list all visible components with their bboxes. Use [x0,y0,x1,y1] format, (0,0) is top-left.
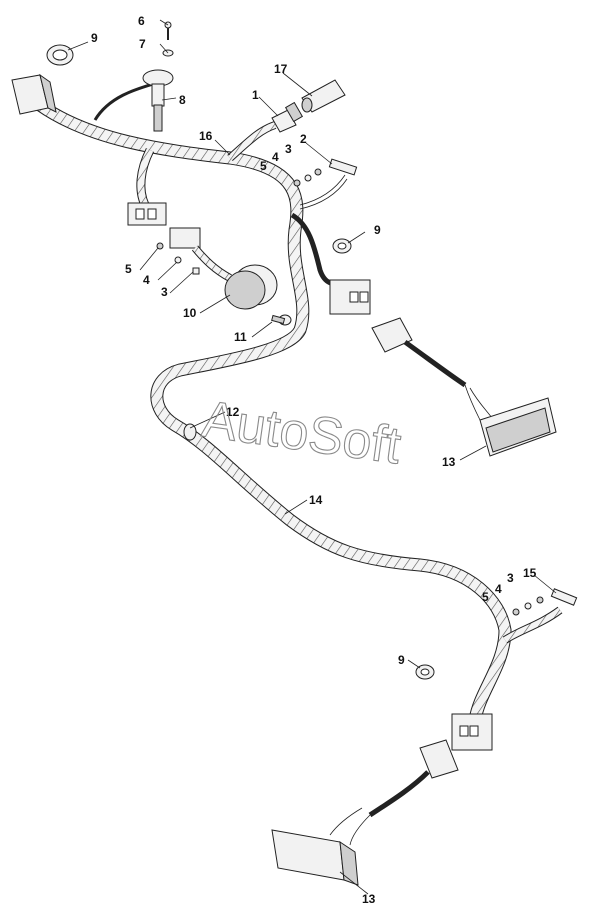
main-harness-braid [33,98,512,727]
callout-17: 17 [274,62,288,76]
connector-lower-upper [451,713,493,751]
bracket-15 [512,588,578,616]
callout-13-lower: 13 [362,892,376,906]
callout-labels: 9 6 7 8 17 1 16 2 3 4 5 9 5 4 3 10 11 12… [91,14,537,906]
callout-14: 14 [309,493,323,507]
callout-6: 6 [138,14,145,28]
harness-branch-lower [502,606,563,644]
callout-4-top: 4 [272,150,279,164]
callout-5-low: 5 [482,590,489,604]
callout-5-mid: 5 [125,262,132,276]
callout-8: 8 [179,93,186,107]
bracket-2 [293,158,358,187]
grommet-9-lower [415,664,435,680]
tail-lamp-13-lower [271,807,371,886]
callout-7: 7 [139,37,146,51]
callout-11: 11 [234,330,247,344]
harness-branch-upper [93,80,348,286]
callout-9-top: 9 [91,31,98,45]
callout-12: 12 [226,405,240,419]
callout-10: 10 [183,306,197,320]
lamp-10 [156,227,278,310]
grommet-9-top [46,44,74,66]
callout-15: 15 [523,566,537,580]
callout-4-low: 4 [495,582,502,596]
callout-2: 2 [300,132,307,146]
callout-3-mid: 3 [161,285,168,299]
callout-1: 1 [252,88,259,102]
connector-right-upper [329,279,371,315]
connector-mid-left [127,202,167,226]
leader-lines [67,19,557,895]
callout-13-upper: 13 [442,455,456,469]
connector-1 [271,101,304,133]
connector-right-lower [371,317,467,388]
callout-3-top: 3 [285,142,292,156]
bolt-11 [271,314,292,326]
callout-16: 16 [199,129,213,143]
connector-upper-left [11,73,57,115]
connector-17 [301,79,346,113]
grommet-9-mid [332,238,352,254]
callout-5-top: 5 [260,159,267,173]
callout-9-low: 9 [398,653,405,667]
callout-9-mid: 9 [374,223,381,237]
connector-lower-lower [368,739,459,818]
tail-lamp-13-upper [464,384,557,457]
grommet-12 [183,423,197,441]
callout-3-low: 3 [507,571,514,585]
callout-4-mid: 4 [143,273,150,287]
sensor-8 [142,21,174,132]
